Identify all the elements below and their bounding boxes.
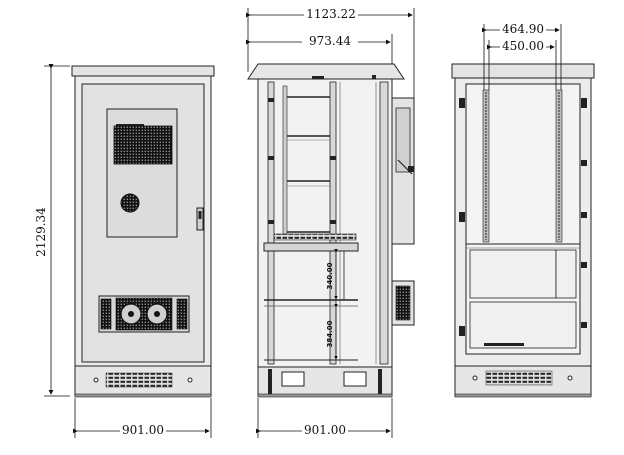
front-width-label: 901.00 <box>122 423 164 437</box>
rear-inner-width-label: 450.00 <box>502 39 544 53</box>
rear-base-vents <box>485 370 553 386</box>
inner-height-384-label: 384.00 <box>326 320 334 347</box>
rear-outer-width-label: 464.90 <box>502 22 544 36</box>
side-width-label: 901.00 <box>304 423 346 437</box>
front-roof <box>71 65 215 77</box>
side-roof <box>247 63 405 80</box>
side-body-width-dimension: 973.44 <box>246 34 393 64</box>
height-dimension: 2129.34 <box>34 64 70 397</box>
side-view: 340.00 384.00 <box>247 63 415 398</box>
side-body-width-label: 973.44 <box>309 34 351 48</box>
side-width-dimension: 901.00 <box>256 398 393 438</box>
side-total-width-dimension: 1123.22 <box>246 7 415 98</box>
ac-vent-mesh <box>113 125 173 165</box>
side-total-width-label: 1123.22 <box>306 7 356 21</box>
height-dimension-label: 2129.34 <box>34 207 48 257</box>
ac-fan-grille <box>120 193 140 213</box>
rear-outer-width-dimension: 464.90 <box>482 22 562 90</box>
base-foot-left <box>281 371 305 387</box>
rear-inner-width-dimension: 450.00 <box>487 39 557 90</box>
front-view <box>71 65 215 398</box>
front-width-dimension: 901.00 <box>73 398 212 438</box>
side-base <box>257 366 393 397</box>
rear-view <box>451 63 595 398</box>
front-base-vents <box>105 372 173 388</box>
base-foot-right <box>343 371 367 387</box>
rear-roof <box>451 63 595 79</box>
inner-height-340-label: 340.00 <box>326 262 334 289</box>
side-body <box>257 78 393 368</box>
